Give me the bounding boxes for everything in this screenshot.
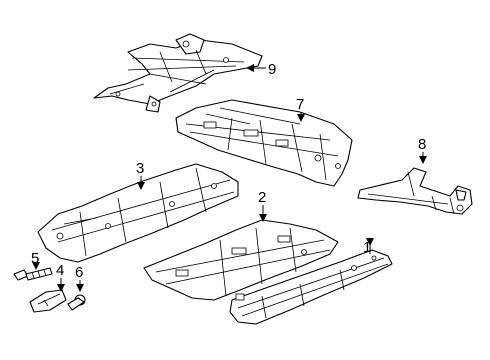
callout-7: 7: [296, 96, 304, 113]
callout-2: 2: [258, 189, 266, 206]
part-1-side-sill: [229, 249, 393, 325]
leader-3: [137, 176, 145, 190]
leader-7: [297, 112, 305, 122]
leader-4: [57, 278, 65, 292]
callout-1: 1: [363, 239, 371, 256]
callout-4: 4: [56, 262, 64, 279]
callout-5: 5: [31, 250, 39, 267]
part-3-side-panel: [37, 163, 239, 263]
callout-8: 8: [418, 136, 426, 153]
callout-3: 3: [136, 160, 144, 177]
part-7-rear-floor-pan: [175, 99, 353, 187]
callout-6: 6: [75, 264, 83, 281]
leader-1: [366, 238, 374, 254]
leader-5: [32, 262, 40, 270]
leader-6: [76, 280, 84, 292]
leader-8: [419, 152, 427, 164]
part-9-rear-frame: [93, 33, 263, 113]
leader-2: [259, 205, 267, 222]
callout-9: 9: [268, 61, 276, 78]
part-4-bracket: [29, 289, 67, 313]
part-6-clip: [67, 294, 86, 311]
part-5-bolt: [13, 267, 53, 281]
leader-9: [246, 64, 266, 72]
part-2-front-floor-pan: [143, 219, 339, 301]
part-8-crossmember: [357, 167, 473, 215]
